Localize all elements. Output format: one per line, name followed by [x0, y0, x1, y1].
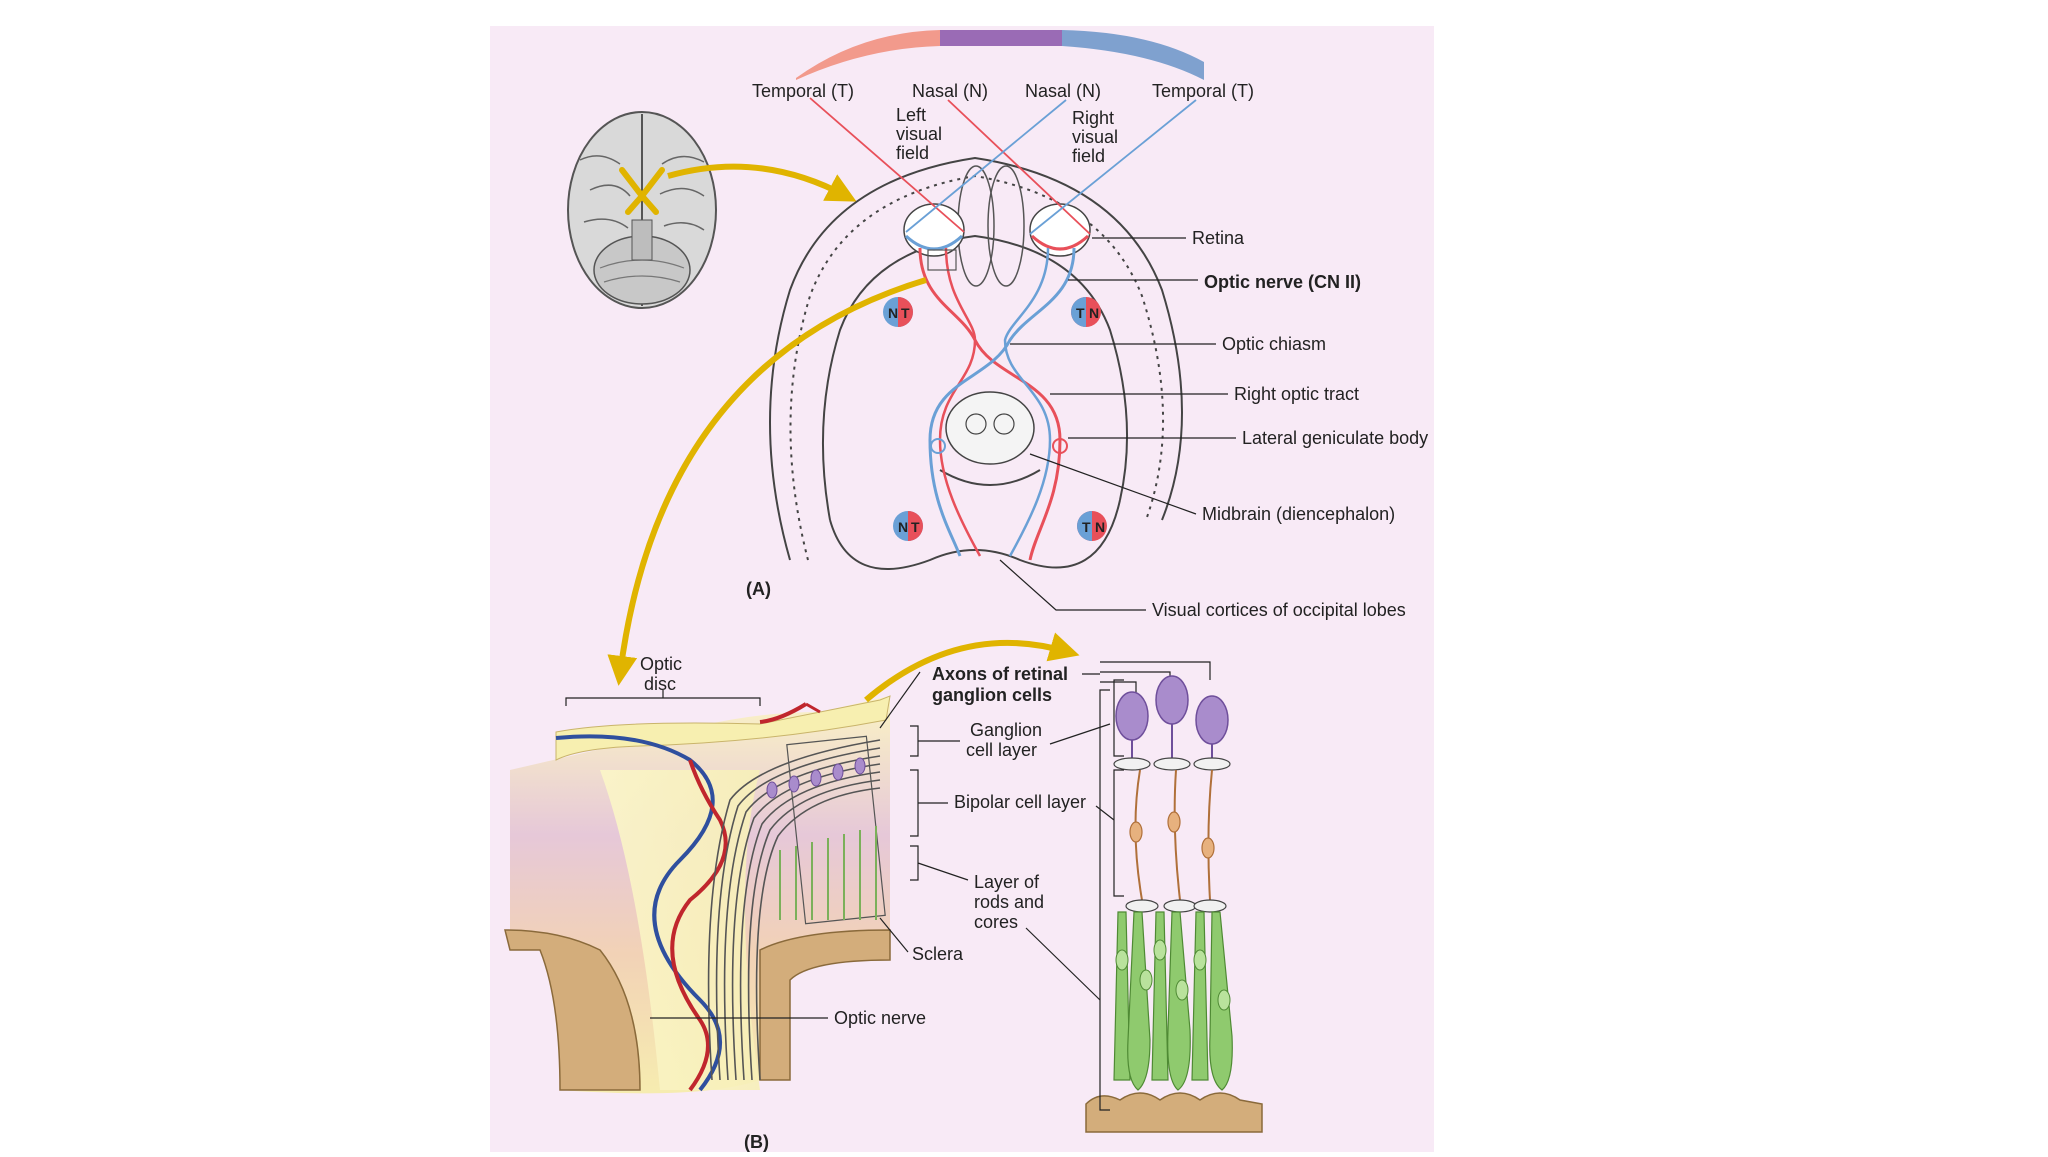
retina-block — [504, 695, 891, 1094]
badge-upper-right: T N — [1071, 297, 1101, 327]
badge-ul-right: T — [901, 305, 910, 321]
label-nasal-right: Nasal (N) — [1025, 81, 1101, 101]
yellow-arrow-to-panel-a — [667, 163, 857, 202]
label-temporal-left: Temporal (T) — [752, 81, 854, 101]
badge-ll-left: N — [898, 519, 908, 535]
panel-b-callouts: Axons of retinal ganglion cells Ganglion… — [650, 664, 1115, 1152]
callout-optic-chiasm: Optic chiasm — [1222, 334, 1326, 354]
badge-ll-right: T — [911, 519, 920, 535]
optic-disc-line2: disc — [644, 674, 676, 694]
yellow-arrow-to-detail — [864, 632, 1080, 703]
callout-midbrain: Midbrain (diencephalon) — [1202, 504, 1395, 524]
badge-lower-left: N T — [893, 511, 923, 541]
badge-lower-right: T N — [1077, 511, 1107, 541]
retinal-vessels — [555, 702, 821, 1092]
left-field-line1: Left — [896, 105, 926, 125]
badge-lr-right: N — [1095, 519, 1105, 535]
badge-ul-left: N — [888, 305, 898, 321]
panel-a-label: (A) — [746, 579, 771, 599]
callout-axons-line1: Axons of retinal — [932, 664, 1068, 684]
callout-rods-line1: Layer of — [974, 872, 1040, 892]
callout-rods-line3: cores — [974, 912, 1018, 932]
label-nasal-left: Nasal (N) — [912, 81, 988, 101]
right-field-line2: visual — [1072, 127, 1118, 147]
panel-b-label: (B) — [744, 1132, 769, 1152]
callout-rods-line2: rods and — [974, 892, 1044, 912]
callout-optic-nerve: Optic nerve (CN II) — [1204, 272, 1361, 292]
callout-visual-cortices: Visual cortices of occipital lobes — [1152, 600, 1406, 620]
badge-ur-left: T — [1076, 305, 1085, 321]
visual-rays — [809, 97, 1197, 235]
optic-disc-label: Optic disc — [565, 654, 761, 706]
retina-cell-detail — [1085, 661, 1263, 1133]
callout-axons-line2: ganglion cells — [932, 685, 1052, 705]
nerve-fibers — [707, 739, 881, 1081]
callout-optic-nerve-b: Optic nerve — [834, 1008, 926, 1028]
callout-ganglion-line2: cell layer — [966, 740, 1037, 760]
callout-right-optic-tract: Right optic tract — [1234, 384, 1359, 404]
optic-disc-line1: Optic — [640, 654, 682, 674]
callout-retina: Retina — [1192, 228, 1245, 248]
callout-ganglion-line1: Ganglion — [970, 720, 1042, 740]
badge-lr-left: T — [1082, 519, 1091, 535]
label-temporal-right: Temporal (T) — [1152, 81, 1254, 101]
callout-sclera: Sclera — [912, 944, 964, 964]
badge-ur-right: N — [1089, 305, 1099, 321]
left-field-line3: field — [896, 143, 929, 163]
callout-bipolar: Bipolar cell layer — [954, 792, 1086, 812]
panel-a-callouts: Retina Optic nerve (CN II) Optic chiasm … — [746, 228, 1428, 620]
eyes — [903, 203, 1091, 257]
yellow-arrow-to-panel-b — [607, 277, 927, 686]
right-field-line1: Right — [1072, 108, 1114, 128]
right-field-line3: field — [1072, 146, 1105, 166]
optic-pathways — [918, 247, 1076, 561]
left-field-line2: visual — [896, 124, 942, 144]
visual-field-arc — [796, 30, 1204, 80]
badge-upper-left: N T — [883, 297, 913, 327]
retina-mini-cells — [766, 735, 886, 925]
visual-field-labels: Temporal (T) Nasal (N) Nasal (N) Tempora… — [752, 81, 1254, 166]
callout-lateral-geniculate: Lateral geniculate body — [1242, 428, 1428, 448]
brain-inferior-view — [567, 111, 717, 309]
